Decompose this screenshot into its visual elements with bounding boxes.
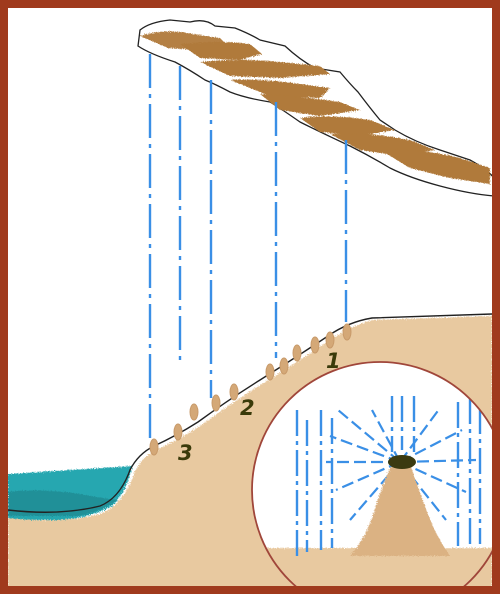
crater-opening	[388, 455, 416, 469]
label-2: 2	[240, 396, 255, 420]
label-3: 3	[178, 441, 193, 465]
